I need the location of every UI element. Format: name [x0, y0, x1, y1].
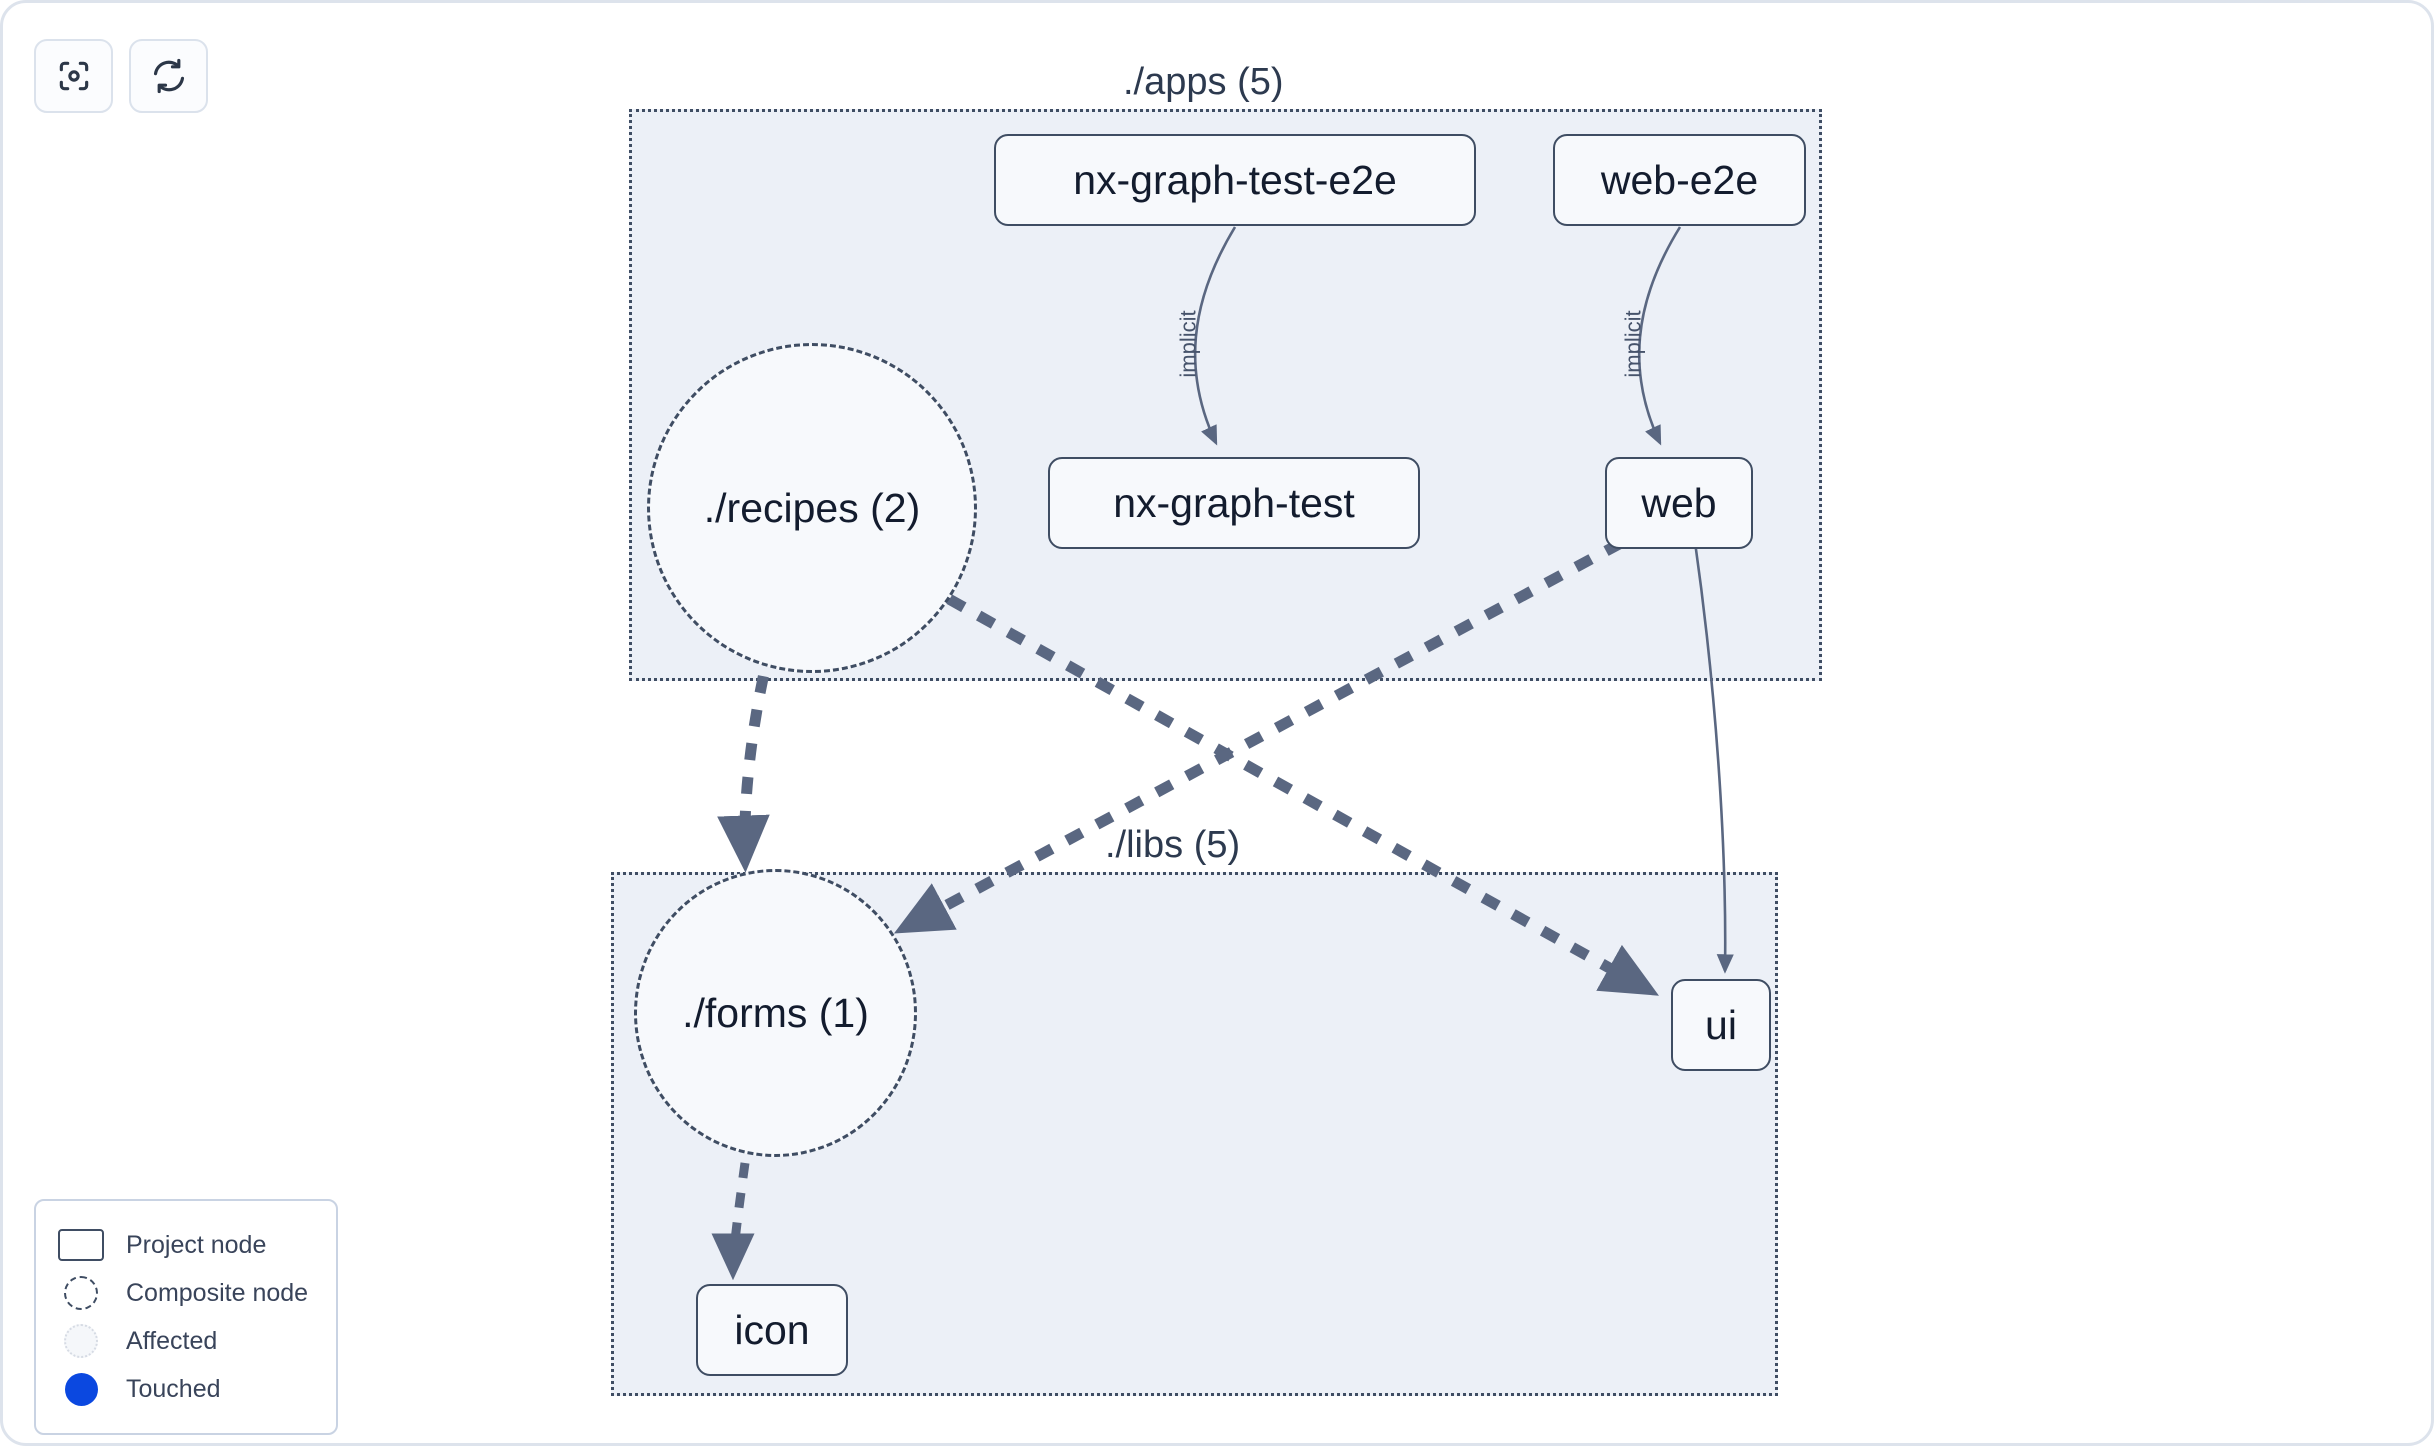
node-ui[interactable]: ui: [1671, 979, 1771, 1071]
touched-swatch: [58, 1372, 104, 1406]
composite-node-swatch: [58, 1276, 104, 1310]
legend-label: Touched: [126, 1374, 221, 1403]
refresh-icon: [150, 57, 188, 95]
node-label: web: [1641, 479, 1717, 526]
legend-item-project-node: Project node: [58, 1221, 314, 1269]
legend-label: Affected: [126, 1326, 218, 1355]
node-label: nx-graph-test-e2e: [1073, 156, 1397, 203]
node-web[interactable]: web: [1605, 457, 1753, 549]
node-label: web-e2e: [1600, 156, 1759, 203]
refresh-graph-button[interactable]: [129, 39, 208, 113]
legend-item-composite-node: Composite node: [58, 1269, 314, 1317]
group-libs-label: ./libs (5): [1095, 826, 1251, 864]
legend-label: Composite node: [126, 1278, 309, 1307]
node-label: ./forms (1): [682, 989, 869, 1036]
legend-item-touched: Touched: [58, 1365, 314, 1413]
project-node-swatch: [58, 1228, 104, 1262]
node-label: ./recipes (2): [703, 484, 921, 531]
graph-legend: Project node Composite node Affected Tou…: [34, 1199, 338, 1435]
graph-canvas[interactable]: ./apps (5) ./libs (5): [3, 3, 2431, 1443]
legend-item-affected: Affected: [58, 1317, 314, 1365]
graph-toolbar: [34, 39, 208, 113]
node-label: nx-graph-test: [1113, 479, 1355, 526]
node-label: icon: [734, 1306, 810, 1353]
edge-label-implicit-nx-graph-test: implicit: [1175, 310, 1201, 378]
affected-swatch: [58, 1324, 104, 1358]
group-apps-label: ./apps (5): [1113, 63, 1294, 101]
node-nx-graph-test[interactable]: nx-graph-test: [1048, 457, 1420, 549]
node-icon[interactable]: icon: [696, 1284, 848, 1376]
node-recipes[interactable]: ./recipes (2): [647, 343, 977, 673]
focus-icon: [55, 57, 93, 95]
node-nx-graph-test-e2e[interactable]: nx-graph-test-e2e: [994, 134, 1476, 226]
focus-graph-button[interactable]: [34, 39, 113, 113]
node-forms[interactable]: ./forms (1): [634, 869, 917, 1157]
node-label: ui: [1705, 1001, 1737, 1048]
node-web-e2e[interactable]: web-e2e: [1553, 134, 1806, 226]
edge-label-implicit-web: implicit: [1620, 310, 1646, 378]
legend-label: Project node: [126, 1230, 267, 1259]
